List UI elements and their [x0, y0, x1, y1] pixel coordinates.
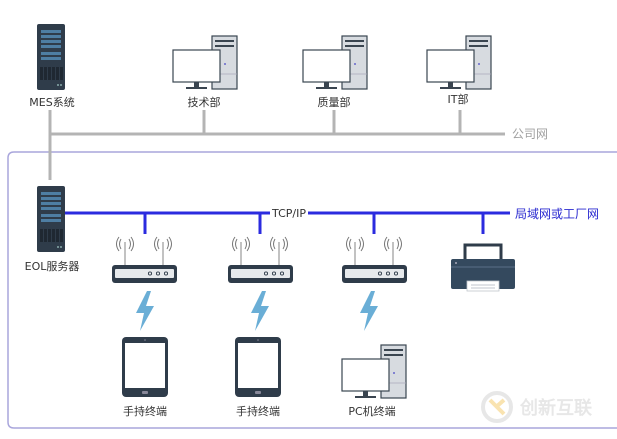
eol-server-icon: [37, 186, 65, 252]
lightning-icon: [360, 291, 378, 331]
protocol-label: TCP/IP: [271, 207, 306, 220]
tech-label: 技术部: [188, 95, 221, 109]
mes-label: MES系统: [29, 96, 74, 109]
lightning-icon: [136, 291, 154, 331]
mes-server-icon: [37, 24, 65, 90]
tablet-icon: [122, 337, 168, 397]
company-network-label: 公司网: [512, 127, 548, 141]
it-label: IT部: [448, 92, 469, 106]
factory-network-bus: [64, 211, 510, 234]
quality-label: 质量部: [318, 95, 351, 109]
it-desktop-icon: [426, 35, 492, 90]
watermark-logo: 创新互联: [481, 391, 592, 423]
factory-network-boundary: [7, 151, 617, 429]
wireless-router-icon: [227, 236, 294, 284]
handheld-label: 手持终端: [123, 404, 167, 418]
wireless-router-icon: [341, 236, 408, 284]
tech-desktop-icon: [172, 35, 238, 90]
svg-text:创新互联: 创新互联: [519, 397, 592, 419]
wireless-router-icon: [111, 236, 178, 284]
factory-network-label: 局域网或工厂网: [515, 207, 599, 221]
printer-icon: [449, 243, 517, 293]
tablet-icon: [235, 337, 281, 397]
pc-terminal-label: PC机终端: [348, 404, 395, 418]
quality-desktop-icon: [302, 35, 368, 90]
handheld-label: 手持终端: [236, 404, 280, 418]
company-network-bus: [48, 110, 505, 180]
eol-server-label: EOL服务器: [25, 260, 80, 273]
pc-terminal-desktop-icon: [341, 344, 407, 399]
lightning-icon: [251, 291, 269, 331]
